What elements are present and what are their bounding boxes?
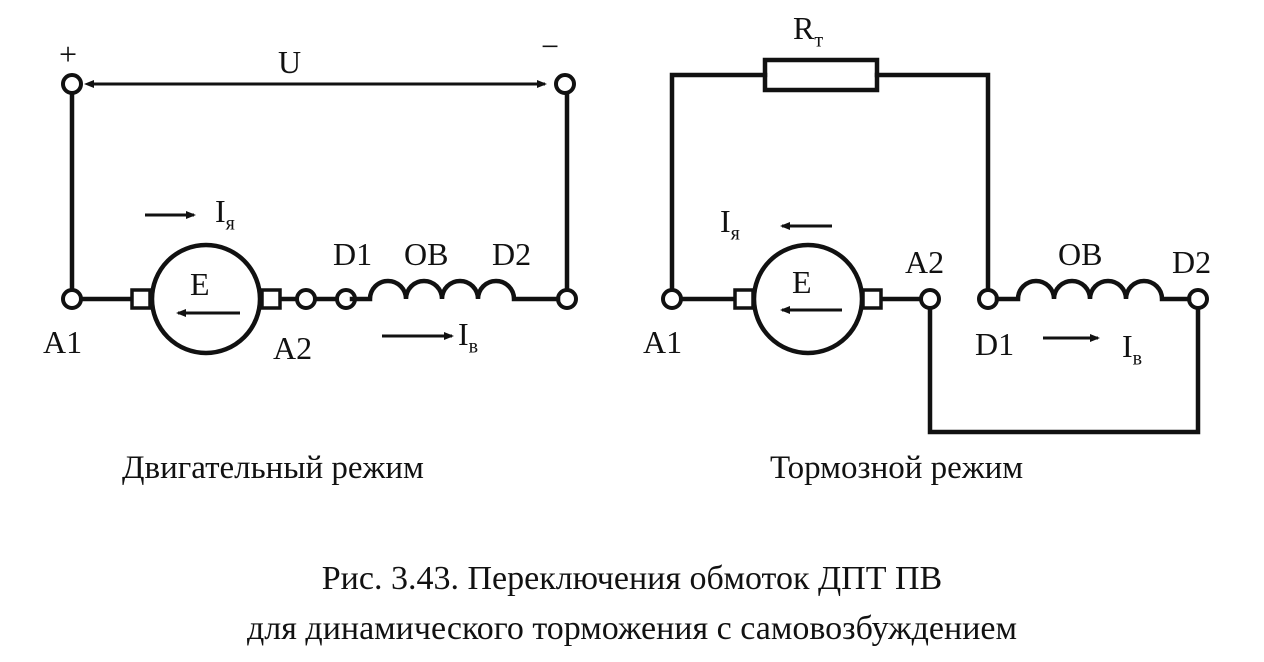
field-current-subscript: в	[468, 335, 479, 358]
minus-terminal	[554, 73, 576, 95]
brake-terminal-d2-node	[1187, 288, 1209, 310]
brake-terminal-d1-node	[977, 288, 999, 310]
brake-armature-current-label: Iя	[720, 205, 740, 243]
plus-terminal	[61, 73, 83, 95]
brake-armature-current-subscript: я	[730, 222, 740, 245]
resistor-label: Rт	[793, 12, 823, 50]
terminal-a1-node	[61, 288, 83, 310]
brake-field-current-symbol: I	[1122, 328, 1133, 364]
minus-label: −	[541, 28, 560, 64]
brake-mode-circuit	[661, 57, 1209, 435]
brake-armature-current-symbol: I	[720, 203, 731, 239]
brake-field-winding-label: OB	[1058, 236, 1103, 272]
brake-mode-title: Тормозной режим	[770, 450, 1024, 486]
resistor-box	[762, 57, 880, 93]
field-winding-coil	[349, 278, 561, 302]
brake-armature-brush-left	[733, 288, 755, 310]
brake-terminal-a1-node	[661, 288, 683, 310]
armature-brush-right	[260, 288, 282, 310]
armature-circle	[149, 242, 263, 356]
armature-brush-left	[130, 288, 152, 310]
wire-a2-d2-bottom	[927, 296, 1201, 435]
resistor-subscript: т	[814, 29, 824, 52]
wire-resistor-d1	[874, 72, 991, 301]
motor-mode-circuit	[61, 73, 578, 356]
brake-terminal-d2-label: D2	[1172, 244, 1212, 280]
brake-terminal-a2-label: A2	[905, 244, 945, 280]
brake-terminal-a2-node	[919, 288, 941, 310]
figure-caption-line2: для динамического торможения с самовозбу…	[246, 610, 1018, 647]
voltage-label: U	[278, 44, 302, 80]
armature-current-subscript: я	[225, 212, 235, 235]
terminal-a1-label: A1	[43, 324, 83, 360]
emf-label: E	[190, 266, 210, 302]
motor-mode-title: Двигательный режим	[122, 450, 424, 486]
brake-emf-label: E	[792, 264, 812, 300]
resistor-symbol: R	[793, 10, 815, 46]
brake-field-winding-coil	[994, 278, 1192, 302]
field-current-label: Iв	[458, 318, 478, 356]
brake-terminal-a1-label: A1	[643, 324, 683, 360]
terminal-d2-label: D2	[492, 236, 532, 272]
armature-current-label: Iя	[215, 195, 235, 233]
plus-label: +	[59, 36, 78, 72]
terminal-a2-label: A2	[273, 330, 313, 366]
terminal-a2-node	[295, 288, 317, 310]
brake-field-current-label: Iв	[1122, 330, 1142, 368]
armature-current-symbol: I	[215, 193, 226, 229]
wire-a1-resistor	[669, 72, 768, 301]
brake-field-current-subscript: в	[1132, 347, 1143, 370]
brake-armature-circle	[751, 242, 865, 356]
brake-armature-brush-right	[861, 288, 883, 310]
terminal-d2-node	[556, 288, 578, 310]
figure-caption-line1: Рис. 3.43. Переключения обмоток ДПТ ПВ	[321, 560, 943, 597]
terminal-d1-label: D1	[333, 236, 373, 272]
field-winding-label: OB	[404, 236, 449, 272]
brake-terminal-d1-label: D1	[975, 326, 1015, 362]
field-current-symbol: I	[458, 316, 469, 352]
